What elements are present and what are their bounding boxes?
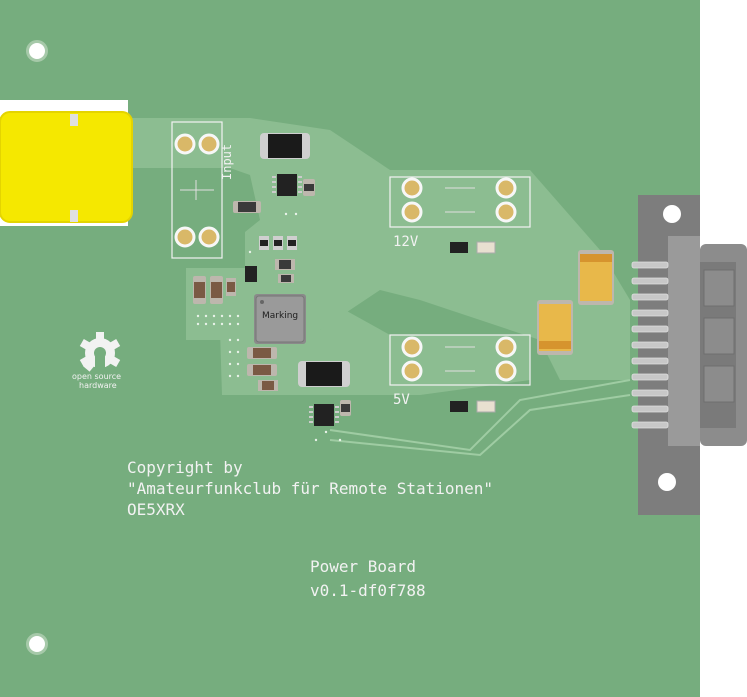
label-12v: 12V xyxy=(393,234,419,250)
copyright-line2: "Amateurfunkclub für Remote Stationen" xyxy=(127,479,494,498)
mounting-hole-bottom-left xyxy=(26,633,48,655)
board-version: v0.1-df0f788 xyxy=(310,581,426,600)
mounting-hole-top-left xyxy=(26,40,48,62)
copyright-line1: Copyright by xyxy=(127,458,243,477)
input-terminal xyxy=(171,121,223,259)
ic-small-top xyxy=(272,174,302,196)
label-input: Input xyxy=(220,143,234,180)
label-5v: 5V xyxy=(393,392,410,408)
header-connector xyxy=(638,195,747,515)
traces xyxy=(329,379,631,457)
open-source-hardware-gear-icon xyxy=(79,332,121,372)
board-title: Power Board xyxy=(310,557,416,576)
ic-marking-text: Marking xyxy=(262,311,299,321)
ic-small-bottom xyxy=(309,404,339,426)
terminal-5v xyxy=(389,334,531,386)
terminal-12v xyxy=(389,176,531,228)
header-pins xyxy=(631,261,669,429)
ic-main xyxy=(254,294,306,344)
osh-text-line1: open source xyxy=(72,372,122,381)
input-connector xyxy=(0,100,133,226)
header-mount-hole-top xyxy=(663,205,681,223)
tantalum-cap-upper xyxy=(578,250,614,305)
tantalum-cap-lower xyxy=(537,300,573,355)
via-field xyxy=(196,212,342,442)
inductor-top xyxy=(260,133,310,159)
header-mount-hole-bottom xyxy=(658,473,676,491)
passive-components xyxy=(193,179,496,416)
copyright-line3: OE5XRX xyxy=(127,500,185,519)
osh-text-line2: hardware xyxy=(79,381,117,390)
inductor-bottom xyxy=(298,361,350,387)
